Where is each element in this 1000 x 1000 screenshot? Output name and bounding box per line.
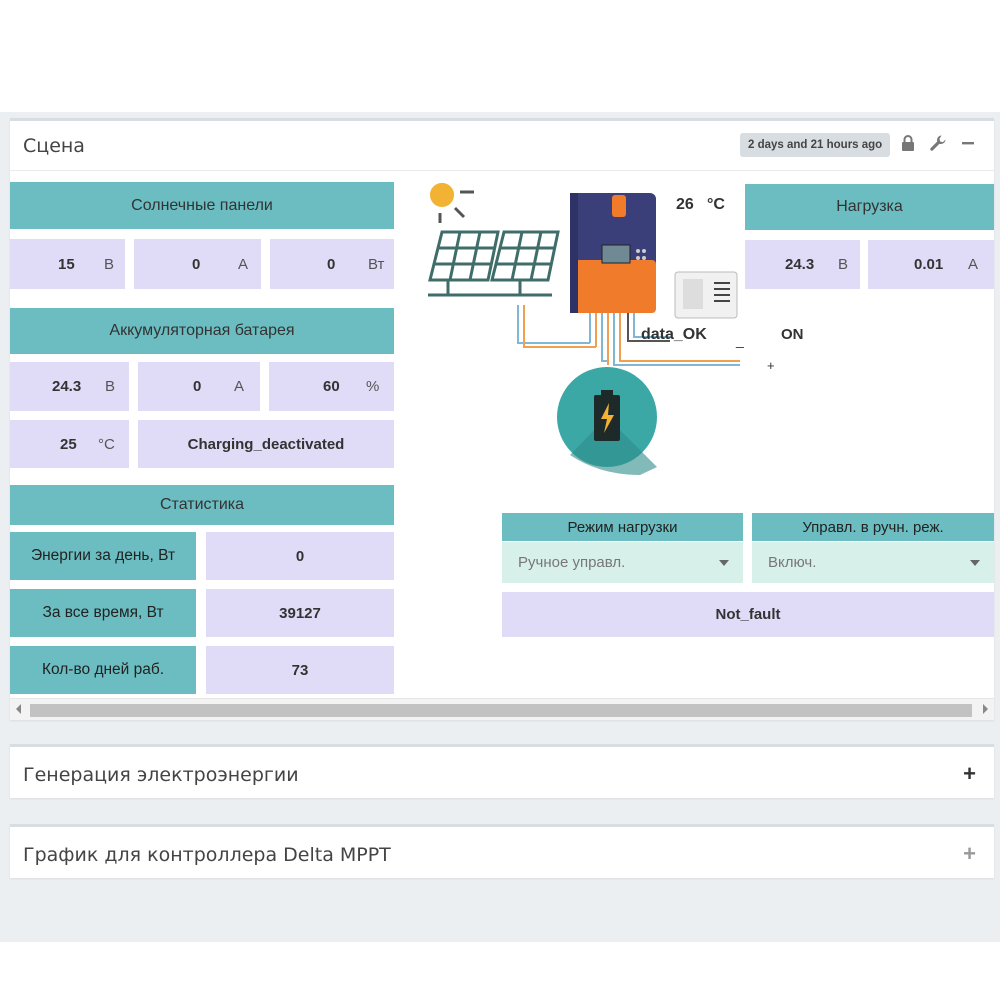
- battery-header: Аккумуляторная батарея: [10, 308, 394, 354]
- last-update-badge: 2 days and 21 hours ago: [740, 133, 891, 157]
- minus-icon[interactable]: [957, 134, 979, 156]
- solar-voltage-cell: 15 В: [10, 239, 125, 289]
- solar-current-value: 0: [192, 255, 201, 273]
- plus-terminal: +: [767, 358, 775, 373]
- scroll-left-icon[interactable]: [16, 704, 21, 714]
- stat-value-text: 39127: [279, 604, 321, 622]
- fault-status-value: Not_fault: [715, 606, 781, 623]
- controller-temp-value: 26: [676, 196, 694, 213]
- load-mode-header-label: Режим нагрузки: [567, 518, 678, 536]
- battery-voltage-value: 24.3: [52, 378, 82, 395]
- chevron-down-icon: [719, 559, 729, 566]
- expand-plus-icon[interactable]: +: [963, 761, 976, 786]
- mppt-controller-image: [570, 193, 656, 313]
- stat-value-text: 0: [295, 547, 305, 565]
- load-header-label: Нагрузка: [836, 198, 903, 215]
- scrollbar-thumb[interactable]: [30, 704, 972, 717]
- battery-charge-unit: %: [366, 378, 380, 395]
- stat-label-text: Энергии за день, Вт: [30, 547, 176, 564]
- battery-temp-unit: °C: [98, 435, 115, 453]
- manual-control-header: Управл. в ручн. реж.: [752, 513, 994, 541]
- data-module-image: [674, 271, 738, 319]
- battery-current-unit: А: [234, 378, 245, 395]
- solar-current-unit: А: [238, 255, 249, 273]
- stat-label-work-days: Кол-во дней раб.: [10, 646, 196, 694]
- load-current-value: 0.01: [914, 256, 944, 273]
- scroll-right-icon[interactable]: [983, 704, 988, 714]
- load-current-cell: 0.01 А: [868, 240, 994, 289]
- load-mode-selected: Ручное управл.: [518, 554, 626, 571]
- battery-status-cell: Charging_deactivated: [138, 420, 394, 468]
- battery-current-value: 0: [193, 378, 202, 395]
- horizontal-scrollbar[interactable]: [10, 698, 994, 720]
- load-mode-header: Режим нагрузки: [502, 513, 743, 541]
- stat-value-day-energy: 0: [206, 532, 394, 580]
- battery-icon: [557, 367, 657, 475]
- load-voltage-value: 24.3: [785, 256, 815, 273]
- sun-icon: [430, 183, 474, 223]
- manual-control-select[interactable]: Включ.: [752, 541, 994, 583]
- solar-current-cell: 0 А: [134, 239, 261, 289]
- data-status-text: data_OK: [641, 326, 707, 343]
- solar-panels-header-label: Солнечные панели: [131, 196, 273, 214]
- battery-charge-cell: 60 %: [269, 362, 394, 411]
- load-voltage-unit: В: [838, 256, 849, 273]
- generation-panel-title: Генерация электроэнергии: [23, 764, 299, 786]
- expand-plus-icon[interactable]: +: [963, 841, 976, 866]
- battery-header-label: Аккумуляторная батарея: [109, 322, 295, 339]
- scene-card-header: Сцена 2 days and 21 hours ago: [10, 121, 994, 171]
- load-voltage-cell: 24.3 В: [745, 240, 860, 289]
- solar-voltage-value: 15: [58, 255, 75, 273]
- battery-current-cell: 0 А: [138, 362, 260, 411]
- statistics-header-label: Статистика: [159, 496, 245, 513]
- solar-panels-header: Солнечные панели: [10, 182, 394, 229]
- stat-label-total-energy: За все время, Вт: [10, 589, 196, 637]
- minus-terminal: _: [736, 332, 744, 348]
- scene-title: Сцена: [23, 135, 85, 157]
- load-mode-select[interactable]: Ручное управл.: [502, 541, 743, 583]
- battery-voltage-cell: 24.3 В: [10, 362, 129, 411]
- battery-status-value: Charging_deactivated: [187, 435, 345, 453]
- stat-value-total-energy: 39127: [206, 589, 394, 637]
- stat-value-text: 73: [291, 661, 309, 679]
- solar-power-unit: Вт: [368, 255, 385, 273]
- load-current-unit: А: [968, 256, 979, 273]
- stat-label-text: Кол-во дней раб.: [41, 661, 165, 678]
- controller-temp-unit: °C: [707, 196, 725, 213]
- stat-label-day-energy: Энергии за день, Вт: [10, 532, 196, 580]
- battery-temp-value: 25: [60, 435, 77, 453]
- solar-voltage-unit: В: [104, 255, 115, 273]
- load-state-text: ON: [781, 326, 804, 343]
- manual-control-selected: Включ.: [768, 554, 817, 571]
- manual-control-header-label: Управл. в ручн. реж.: [802, 518, 944, 536]
- chart-panel[interactable]: График для контроллера Delta MPPT +: [10, 824, 994, 878]
- fault-status-cell: Not_fault: [502, 592, 994, 637]
- solar-power-cell: 0 Вт: [270, 239, 394, 289]
- statistics-header: Статистика: [10, 485, 394, 525]
- chart-panel-title: График для контроллера Delta MPPT: [23, 844, 391, 866]
- lock-icon[interactable]: [897, 134, 919, 156]
- wires: [517, 305, 740, 366]
- stat-value-work-days: 73: [206, 646, 394, 694]
- battery-voltage-unit: В: [105, 378, 116, 395]
- solar-power-value: 0: [327, 255, 336, 273]
- battery-charge-value: 60: [323, 378, 340, 395]
- stat-label-text: За все время, Вт: [42, 604, 164, 621]
- wrench-icon[interactable]: [927, 134, 949, 156]
- load-header: Нагрузка: [745, 184, 994, 230]
- system-diagram: [428, 183, 740, 475]
- chevron-down-icon: [970, 559, 980, 566]
- generation-panel[interactable]: Генерация электроэнергии +: [10, 744, 994, 798]
- battery-temp-cell: 25 °C: [10, 420, 129, 468]
- solar-panel-icon: [428, 230, 560, 297]
